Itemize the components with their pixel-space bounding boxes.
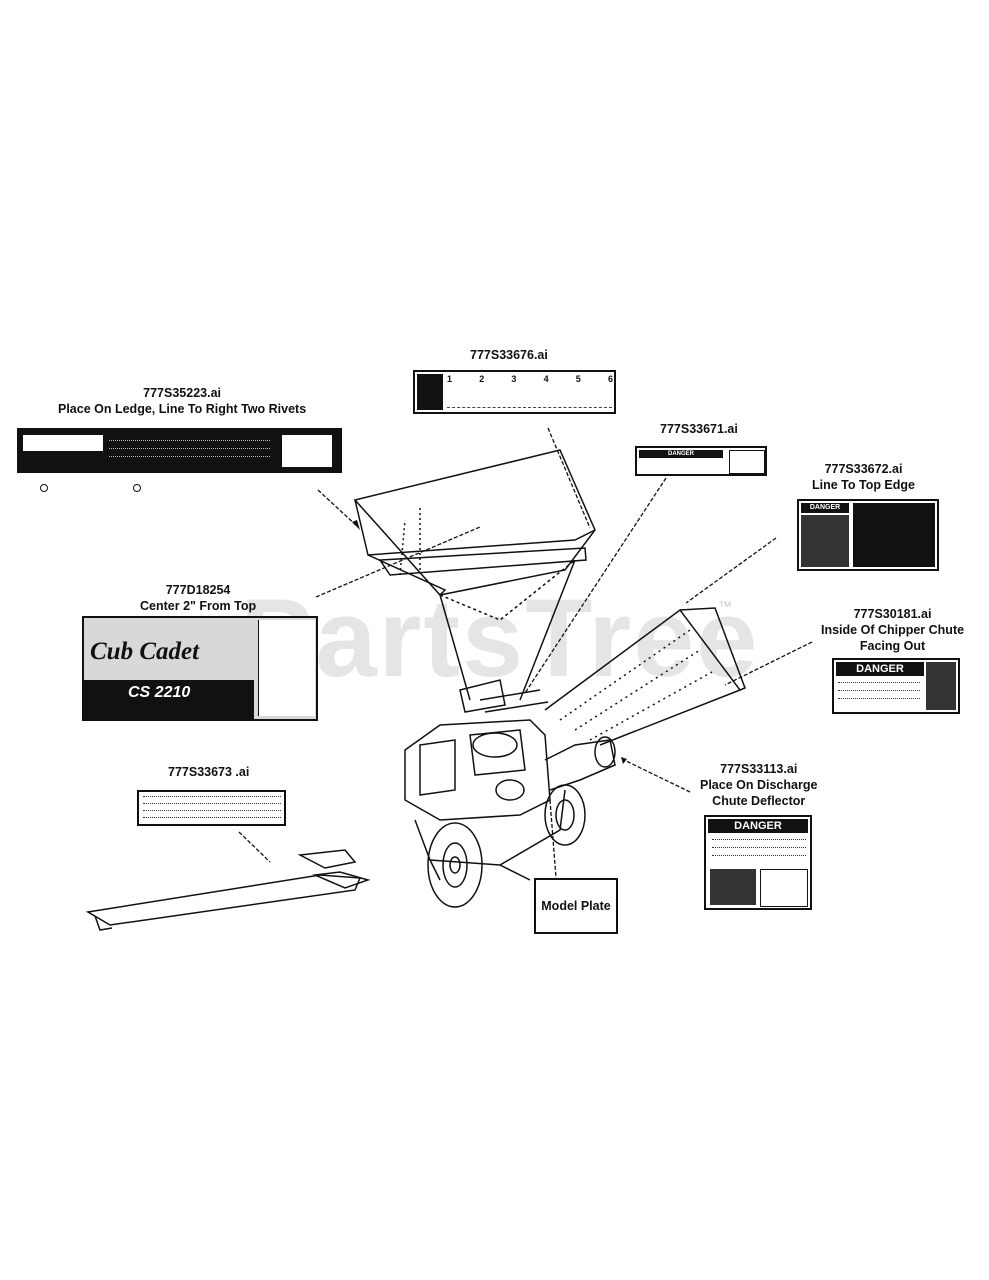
decal-777D18254: Cub Cadet CS 2210 bbox=[82, 616, 318, 721]
model-plate-label: Model Plate bbox=[541, 899, 611, 913]
rivet-mark-left bbox=[40, 484, 48, 492]
decal-777S33676: 1 2 3 4 5 6 bbox=[413, 370, 616, 414]
decal-777S35223 bbox=[17, 428, 342, 473]
label-777S33672: 777S33672.ai Line To Top Edge bbox=[812, 462, 915, 492]
left-wheel bbox=[427, 822, 483, 908]
label-777D18254: 777D18254 Center 2" From Top bbox=[140, 583, 257, 613]
label-777S33671: 777S33671.ai bbox=[660, 422, 738, 436]
model-name: CS 2210 bbox=[128, 684, 191, 701]
hand-caution-icon bbox=[710, 869, 756, 905]
decal-777S33672: DANGER bbox=[797, 499, 939, 571]
danger-word-small: DANGER bbox=[667, 451, 694, 457]
hand-caution-icon bbox=[926, 662, 956, 710]
chipper-frame bbox=[414, 789, 566, 866]
hand-caution-icon bbox=[801, 515, 849, 567]
parts-tree-watermark: PartsTree bbox=[240, 577, 760, 700]
label-777S33673: 777S33673 .ai bbox=[168, 765, 250, 779]
decal-777S33671: DANGER bbox=[635, 446, 767, 476]
step-5: 5 bbox=[575, 374, 581, 384]
chipper-chute bbox=[544, 608, 742, 746]
decal-instructions-panel bbox=[258, 620, 315, 716]
label-777S33676: 777S33676.ai bbox=[470, 348, 548, 362]
rotating-blade-icon bbox=[760, 869, 808, 907]
step-6: 6 bbox=[607, 374, 613, 384]
step-4: 4 bbox=[543, 374, 549, 384]
model-plate-box: Model Plate bbox=[534, 878, 618, 934]
label-777S35223: 777S35223.ai Place On Ledge, Line To Rig… bbox=[58, 386, 307, 416]
trademark-mark: ™ bbox=[718, 598, 732, 614]
hopper-outline bbox=[353, 449, 596, 596]
danger-word-chute: DANGER bbox=[856, 663, 904, 675]
label-777S30181: 777S30181.ai Inside Of Chipper Chute Fac… bbox=[821, 607, 965, 653]
cub-cadet-logo: Cub Cadet bbox=[90, 638, 200, 665]
decal-777S30181: DANGER bbox=[832, 658, 960, 714]
step-3: 3 bbox=[511, 374, 517, 384]
step-2: 2 bbox=[479, 374, 485, 384]
blade-warning-panel bbox=[853, 503, 935, 567]
label-777S33113: 777S33113.ai Place On Discharge Chute De… bbox=[700, 762, 818, 808]
danger-word-discharge: DANGER bbox=[734, 820, 782, 832]
hand-caution-icon bbox=[729, 450, 765, 474]
decal-777S33673 bbox=[137, 790, 286, 826]
step-1: 1 bbox=[447, 374, 453, 384]
danger-word-rt: DANGER bbox=[809, 504, 841, 511]
rivet-mark-right bbox=[133, 484, 141, 492]
decal-777S33113: DANGER bbox=[704, 815, 812, 910]
discharge-deflector bbox=[544, 739, 616, 791]
shredder-chute bbox=[85, 874, 362, 926]
